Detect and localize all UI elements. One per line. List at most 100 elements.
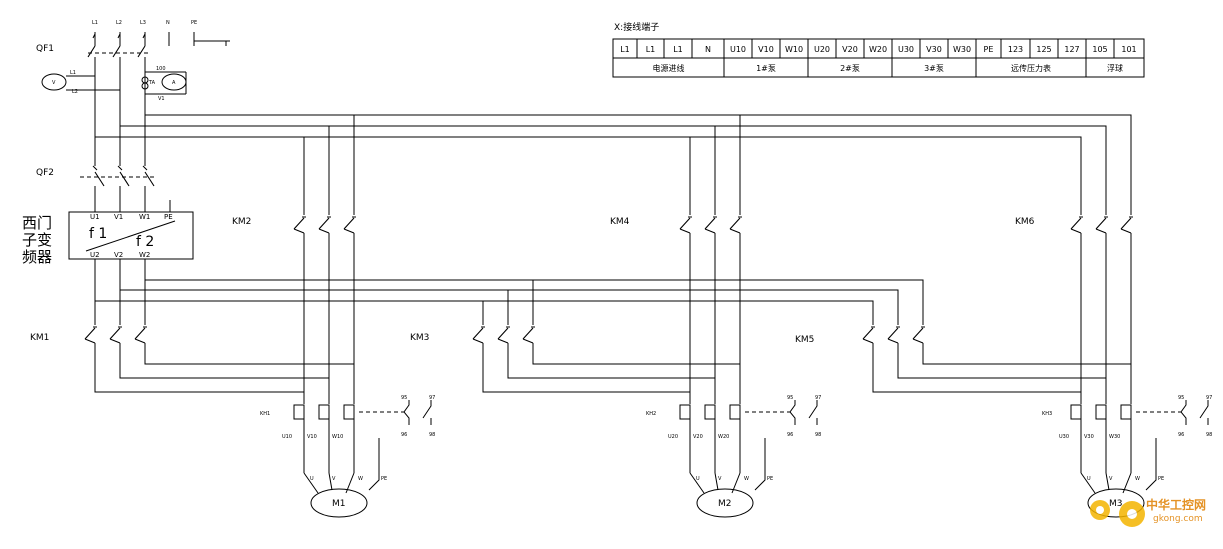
motor-1-conn-pe: PE [381,476,387,482]
overload-1-element-3 [343,404,355,420]
motor-1-term-u: U10 [282,434,292,440]
terminal-cell-label: L1 [646,45,656,54]
inverter-name-line-1: 西门 [22,214,52,232]
contactor-3-pole-1 [472,327,484,340]
inverter-box [68,211,194,260]
contactor-2-pole-3 [343,217,355,230]
terminal-group-label: 1#泵 [756,64,776,73]
contactor-3-pole-3 [522,327,534,340]
motor-1-conn-u: U [310,476,314,482]
km2-in-lines [303,115,355,215]
contactor-6-pole-1-foot [1070,228,1082,234]
overload-1-label: KH1 [260,411,270,417]
ammeter-group: A TA 100 V1 [141,66,187,102]
inverter-in-v1: V1 [114,213,123,221]
qf2-contacts [94,171,155,187]
overload-3-label: KH3 [1042,411,1052,417]
contactor-4-pole-3-foot [729,228,741,234]
contactor-1-pole-1-foot [84,338,96,344]
contactor-4-pole-2-foot [704,228,716,234]
supply-label-l3: L3 [140,20,146,26]
supply-label-n: N [166,20,170,26]
motor-2-conn-u: U [696,476,700,482]
bus-line-l3 [145,114,1132,215]
motor-1-icon [310,488,368,518]
voltmeter-wires [66,75,120,91]
terminal-cell-label: N [705,45,711,54]
inverter-in-w1: W1 [139,213,150,221]
voltmeter-icon [41,73,67,91]
km4-out-lines [689,233,741,404]
overload-2-element-2 [704,404,716,420]
motor-3-conn-u: U [1087,476,1091,482]
terminal-cell-label: 125 [1036,45,1051,54]
overload-1-element-2 [318,404,330,420]
qf2-label: QF2 [36,168,54,178]
overload-2-aux-contacts [789,400,818,425]
ammeter-label: A [172,80,176,86]
contactor-1-pole-2 [109,327,121,340]
motor-2-conn-pe: PE [767,476,773,482]
gear-logo-hole-2 [1127,509,1137,519]
watermark-url: gkong.com [1153,514,1203,524]
km2-out-lines [303,233,355,404]
qf2-in-lines [94,115,146,166]
voltmeter-label: V [52,80,56,86]
contactor-6-pole-1 [1070,217,1082,230]
terminal-cell-label: L1 [620,45,630,54]
contactor-3-pole-1-foot [472,338,484,344]
ammeter-wire-label-2: V1 [158,96,165,102]
aux-label-95: 95 [787,395,793,401]
inverter-out-w2: W2 [139,251,150,259]
motor-2-conn-v: V [718,476,722,482]
supply-label-l1: L1 [92,20,98,26]
inverter-diagonal [85,220,176,252]
motor-2-label: M2 [718,499,732,509]
supply-stubs [92,32,230,46]
motor-2-pe-lead [754,438,766,491]
motor-3-pe-lead [1145,438,1157,491]
overload-1-element-1 [293,404,305,420]
contactor-5-pole-3-foot [912,338,924,344]
bus-line-l1 [95,136,1082,215]
inverter-out-v2: V2 [114,251,123,259]
overload-3-element-3 [1120,404,1132,420]
terminal-cell-label: 101 [1121,45,1136,54]
km1-out-lines [94,343,354,393]
inverter-name-line-2: 子变 [22,231,52,249]
aux-label-97: 97 [429,395,435,401]
inverter-in-u1: U1 [90,213,100,221]
contactor-4-pole-1 [679,217,691,230]
overload-3-element-1 [1070,404,1082,420]
motor-3-label: M3 [1109,499,1123,509]
motor-1-conn-v: V [332,476,336,482]
contactor-switches [84,216,1133,344]
contactor-5-pole-2-foot [887,338,899,344]
contactor-4-pole-3 [729,217,741,230]
terminal-group-label: 浮球 [1107,63,1123,73]
contactor-5-pole-1-foot [862,338,874,344]
inverter-out-u2: U2 [90,251,100,259]
motor-2-term-w: W20 [718,434,729,440]
main-bus [95,114,1132,215]
contactor-2-pole-1-foot [293,228,305,234]
km3-label: KM3 [410,333,429,343]
motor-2-icon [696,488,754,518]
watermark-cn: 中华工控网 [1146,497,1206,512]
aux-label-98: 98 [429,432,435,438]
contactor-1-pole-1 [84,327,96,340]
aux-label-98: 98 [1206,432,1212,438]
terminal-cell-label: W30 [953,45,971,54]
terminal-cell-label: U20 [814,45,830,54]
terminal-cell-label: 127 [1064,45,1079,54]
supply-label-l2: L2 [116,20,122,26]
aux-label-95: 95 [1178,395,1184,401]
terminal-cell-label: W20 [869,45,887,54]
aux-label-98: 98 [815,432,821,438]
km6-label: KM6 [1015,217,1035,227]
motor3-branch [872,233,1132,404]
